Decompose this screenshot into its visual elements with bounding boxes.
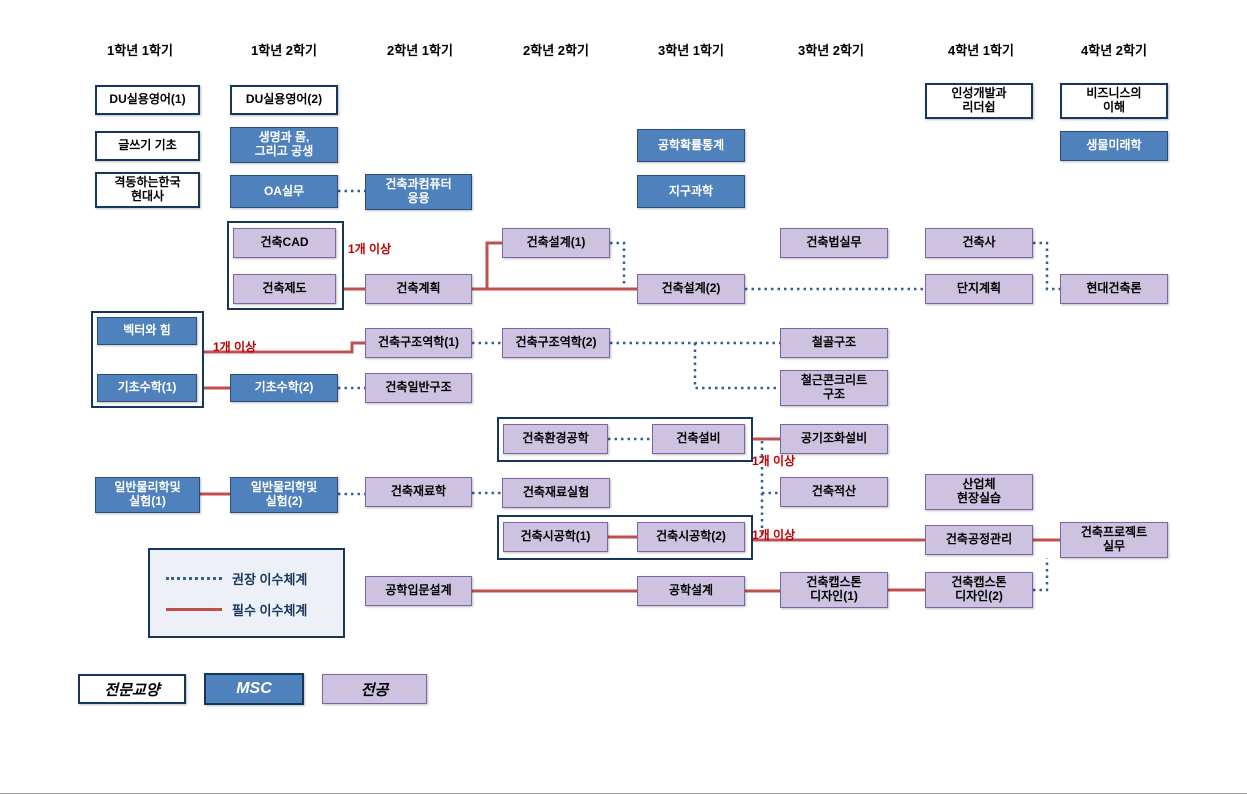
course-capstone1: 건축캡스톤 디자인(1) xyxy=(780,572,888,608)
course-const2: 건축시공학(2) xyxy=(637,522,745,552)
column-header-6: 3학년 2학기 xyxy=(798,43,864,58)
recommended-line-sample xyxy=(166,576,222,580)
course-business: 비즈니스의 이해 xyxy=(1060,83,1168,119)
course-archist: 건축사 xyxy=(925,228,1033,258)
group-vector-math xyxy=(91,311,204,408)
course-cad: 건축CAD xyxy=(233,228,336,258)
course-du-eng2: DU실용영어(2) xyxy=(230,85,338,115)
legend-recommended-row: 권장 이수체계 xyxy=(166,565,343,591)
course-site: 단지계획 xyxy=(925,274,1033,304)
edge-capstone2-project xyxy=(1033,558,1049,592)
column-header-2: 1학년 2학기 xyxy=(251,43,317,58)
course-rc: 철근콘크리트 구조 xyxy=(780,370,888,406)
edge-struct2-rc xyxy=(693,343,780,390)
course-prob: 공학확률통계 xyxy=(637,129,745,162)
course-drafting: 건축제도 xyxy=(233,274,336,304)
course-plan: 건축계획 xyxy=(365,274,472,304)
course-steel: 철골구조 xyxy=(780,328,888,358)
course-math1: 기초수학(1) xyxy=(97,374,197,402)
course-project: 건축프로젝트 실무 xyxy=(1060,522,1168,558)
course-comp: 건축과컴퓨터 응용 xyxy=(365,174,472,210)
edge-archist-modern xyxy=(1033,241,1060,291)
course-engdesign: 공학설계 xyxy=(637,576,745,606)
column-header-5: 3학년 1학기 xyxy=(658,43,724,58)
course-vector: 벡터와 힘 xyxy=(97,317,197,345)
group-construction xyxy=(497,515,753,560)
course-matexp: 건축재료실험 xyxy=(502,478,610,508)
category-major: 전공 xyxy=(322,674,427,704)
group-cad-drafting xyxy=(227,221,344,310)
edge-plan-design1 xyxy=(485,241,502,289)
column-header-7: 4학년 1학기 xyxy=(948,43,1014,58)
course-hvac: 공기조화설비 xyxy=(780,424,888,454)
course-intern: 산업체 현장실습 xyxy=(925,474,1033,510)
course-materials: 건축재료학 xyxy=(365,477,472,507)
course-const1: 건축시공학(1) xyxy=(503,522,608,552)
edge-design1-design2 xyxy=(610,241,626,287)
course-life: 생명과 몸, 그리고 공생 xyxy=(230,127,338,163)
edge-mathgroup-struct1 xyxy=(204,341,365,354)
min-one-label-1: 1개 이상 xyxy=(348,242,392,256)
course-math2: 기초수학(2) xyxy=(230,374,338,402)
course-leadership: 인성개발과 리더쉽 xyxy=(925,83,1033,119)
course-bio: 생물미래학 xyxy=(1060,131,1168,161)
course-genstruct: 건축일반구조 xyxy=(365,373,472,403)
course-design1: 건축설계(1) xyxy=(502,228,610,258)
required-line-sample xyxy=(166,607,222,611)
group-env-equip xyxy=(497,417,753,462)
category-msc: MSC xyxy=(204,673,304,705)
course-phys1: 일반물리학및 실험(1) xyxy=(95,477,200,513)
min-one-label-4: 1개 이상 xyxy=(752,528,796,542)
course-struct2: 건축구조역학(2) xyxy=(502,328,610,358)
course-design2: 건축설계(2) xyxy=(637,274,745,304)
course-writing: 글쓰기 기초 xyxy=(95,131,200,161)
course-du-eng1: DU실용영어(1) xyxy=(95,85,200,115)
course-modern: 현대건축론 xyxy=(1060,274,1168,304)
legend-box: 권장 이수체계 필수 이수체계 xyxy=(148,548,345,638)
course-oa: OA실무 xyxy=(230,175,338,208)
course-korea: 격동하는한국 현대사 xyxy=(95,172,200,208)
course-estimate: 건축적산 xyxy=(780,477,888,507)
min-one-label-2: 1개 이상 xyxy=(213,340,257,354)
column-header-4: 2학년 2학기 xyxy=(523,43,589,58)
course-introdesign: 공학입문설계 xyxy=(365,576,472,606)
required-label: 필수 이수체계 xyxy=(232,602,308,618)
column-header-8: 4학년 2학기 xyxy=(1081,43,1147,58)
course-law: 건축법실무 xyxy=(780,228,888,258)
course-equip: 건축설비 xyxy=(652,424,745,454)
course-capstone2: 건축캡스톤 디자인(2) xyxy=(925,572,1033,608)
min-one-label-3: 1개 이상 xyxy=(752,454,796,468)
course-pm: 건축공정관리 xyxy=(925,525,1033,555)
course-struct1: 건축구조역학(1) xyxy=(365,328,472,358)
column-header-3: 2학년 1학기 xyxy=(387,43,453,58)
column-header-1: 1학년 1학기 xyxy=(107,43,173,58)
category-general-education: 전문교양 xyxy=(78,674,186,704)
course-earth: 지구과학 xyxy=(637,175,745,208)
course-phys2: 일반물리학및 실험(2) xyxy=(230,477,338,513)
course-env: 건축환경공학 xyxy=(503,424,608,454)
recommended-label: 권장 이수체계 xyxy=(232,571,308,587)
legend-required-row: 필수 이수체계 xyxy=(166,596,343,622)
